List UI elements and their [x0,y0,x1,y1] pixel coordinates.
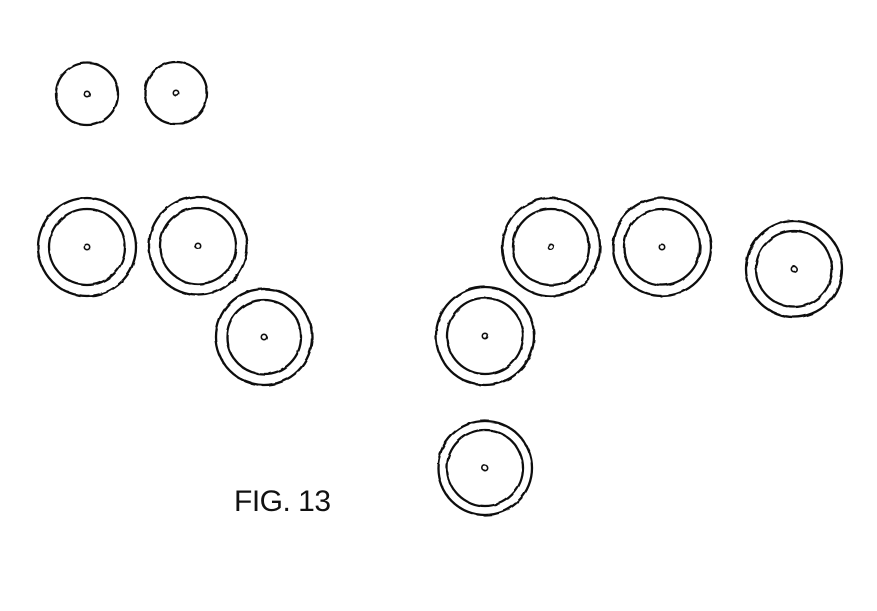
inner-ring [622,207,702,287]
outer-ring [214,287,314,387]
double-circle-4 [500,196,602,298]
outer-ring [436,419,534,517]
outer-ring [54,61,120,127]
center-dot [83,243,91,251]
outer-ring [143,60,209,126]
outer-ring [744,219,844,319]
inner-ring [754,229,834,309]
center-dot [172,89,180,97]
inner-ring [158,206,238,286]
center-dot [790,265,798,273]
outer-ring [434,285,536,387]
double-circle-6 [744,219,844,319]
double-circle-3 [214,287,314,387]
inner-ring [445,296,525,376]
inner-ring [225,298,303,376]
center-dot [83,90,91,98]
double-circle-2 [147,195,249,297]
outer-ring [611,196,713,298]
inner-ring [47,207,127,287]
center-dot [658,243,666,251]
double-circle-8 [436,419,534,517]
center-dot [547,243,555,251]
single-circle-1 [54,61,120,127]
inner-ring [511,207,591,287]
center-dot [481,332,489,340]
circles-layer [36,60,844,517]
double-circle-7 [434,285,536,387]
outer-ring [147,195,249,297]
figure-label: FIG. 13 [234,485,331,518]
double-circle-1 [36,196,138,298]
single-circle-2 [143,60,209,126]
center-dot [481,464,489,472]
outer-ring [36,196,138,298]
double-circle-5 [611,196,713,298]
outer-ring [500,196,602,298]
center-dot [260,333,268,341]
center-dot [194,242,202,250]
inner-ring [445,428,525,508]
